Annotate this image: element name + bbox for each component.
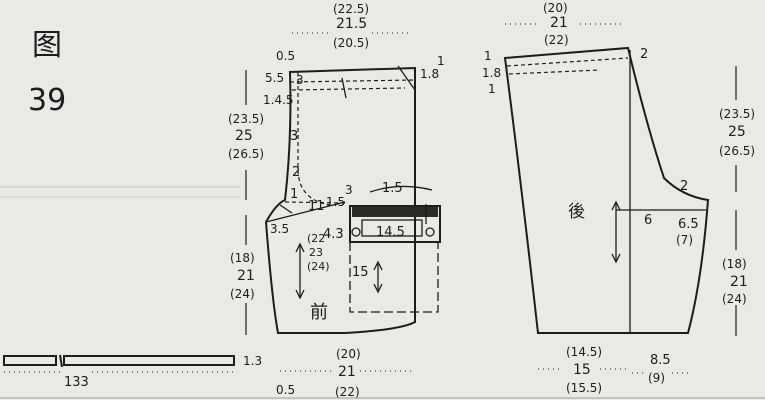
back-leg-b: 21 [730,274,748,290]
back-grain-arrowheads [611,200,621,264]
pocket-height: 15 [352,265,369,280]
front-rise-b: 25 [235,128,253,144]
back-waist-line [506,57,629,67]
pocket-button-left [351,227,361,237]
strip-width: 1.3 [243,354,262,368]
back-top-width-a: (20) [543,1,568,15]
strip-break [59,354,63,368]
back-crotch-d: (7) [676,233,693,247]
front-hem-b: 21 [338,364,356,380]
pocket-curve [369,185,433,193]
front-crotch-mark-b: 1 [290,187,298,202]
back-mark-a: 1 [484,49,492,63]
strip-segment-left [3,355,57,366]
front-side-note: 1.8 [420,67,439,81]
pocket-depth: 4.3 [323,227,344,242]
front-crotch-ext [284,201,346,204]
pocket-opening-shade [352,207,438,217]
back-crotch-c: 6.5 [678,217,699,232]
front-leg-c: (24) [230,287,255,301]
back-hem-b: 15 [573,362,591,378]
front-hem-a: (20) [336,347,361,361]
front-dart-mark [397,65,416,91]
pocket-bag [349,242,439,313]
pocket-facing [349,205,441,243]
back-leg-c: (24) [722,292,747,306]
front-rise-c: (26.5) [228,147,264,161]
strip-length: 133 [64,375,89,390]
pocket-welt [361,219,423,237]
strip-piece: 133 1.3 [3,354,262,390]
back-rise-a: (23.5) [719,107,755,121]
back-label: 後 [568,202,585,222]
front-mark-b: 1.4.5 [263,93,294,107]
back-rise-c: (26.5) [719,144,755,158]
pocket-button-right [425,227,435,237]
back-piece: 後 1 1.8 1 2 2 6 6.5 (7) (20) 21 (22) (23… [482,1,755,395]
back-top-width-b: 21 [550,15,568,31]
front-mark-a: 5.5 [265,71,284,85]
front-hem-left: 0.5 [276,383,295,397]
crotch-tick [279,204,293,214]
back-hem-c: (15.5) [566,381,602,395]
front-inner-c: (24) [307,260,330,273]
front-label: 前 [310,302,328,323]
back-rise-b: 25 [728,124,746,140]
pocket-dim-1: 1.5 [326,195,345,209]
pocket-width: 14.5 [376,225,405,240]
front-top-note-right: 1 [437,54,445,68]
back-hem-right-a: 8.5 [650,353,671,368]
front-fly-line [297,72,331,206]
front-inseam-mark: 3.5 [270,222,289,236]
back-mark-c: 1 [488,82,496,96]
pocket-height-arrowheads [373,260,383,294]
front-outline [264,66,416,334]
front-pleat-mark [341,77,347,99]
back-outline [503,46,710,334]
front-mark-c: 3 [296,73,304,87]
back-crotch-a: 2 [680,179,688,194]
front-grain-arrowheads [295,242,305,300]
back-top-width-c: (22) [544,33,569,47]
front-hem-c: (22) [335,385,360,399]
front-crotch-mark-a: 2 [292,165,300,180]
front-piece: 0.5 1 1.8 5.5 1.4.5 3 3 2 1 11 3.5 1.5 3… [228,2,445,399]
front-leg-b: 21 [237,268,255,284]
back-crotch-b: 6 [644,213,652,228]
back-top-right: 2 [640,47,648,62]
pocket-dim-3: 1.5 [382,181,403,196]
front-top-width-b: 21.5 [336,16,367,32]
front-waist-line [289,79,416,83]
back-hem-right-b: (9) [648,371,665,385]
strip-segment-right [63,355,235,366]
front-inner-b: 23 [309,246,323,259]
front-crotch-ext: 11 [308,199,325,214]
back-mark-b: 1.8 [482,66,501,80]
front-mark-d: 3 [290,129,298,144]
front-inner-a: (22 [307,232,325,245]
back-waist-line-2 [508,69,601,75]
front-waist-line-2 [291,87,406,91]
pocket-dim-2: 3 [345,183,353,197]
figure-char: 图 [32,28,62,63]
front-top-note-left: 0.5 [276,49,295,63]
front-top-width-c: (20.5) [333,36,369,50]
front-crotch-line [265,201,346,223]
front-rise-a: (23.5) [228,112,264,126]
back-leg-a: (18) [722,257,747,271]
front-top-width-a: (22.5) [333,2,369,16]
front-leg-a: (18) [230,251,255,265]
figure-number: 39 [28,83,66,118]
back-hem-a: (14.5) [566,345,602,359]
